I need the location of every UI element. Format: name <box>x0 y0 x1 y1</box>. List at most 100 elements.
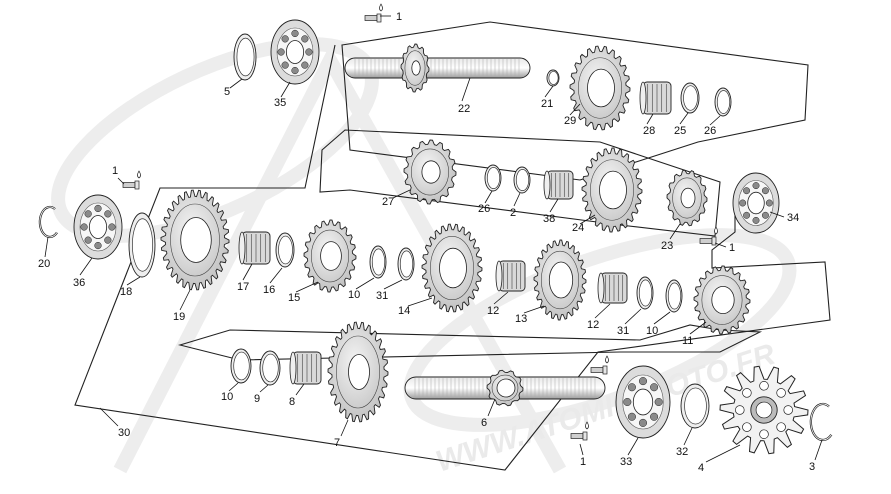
leader-line-p3 <box>814 439 823 461</box>
part-label-p32: 32 <box>676 446 688 458</box>
part-label-p28: 28 <box>643 125 655 137</box>
part-label-p10_a: 10 <box>348 289 360 301</box>
leader-line-p21 <box>544 85 554 98</box>
part-label-p30: 30 <box>118 427 130 439</box>
circlip-5 <box>233 33 257 81</box>
leader-line-p2 <box>513 192 521 207</box>
part-label-p21: 21 <box>541 98 553 110</box>
gear-11 <box>693 265 751 335</box>
screw-1-bottom <box>570 421 589 441</box>
leader-line-p26_top <box>709 115 721 126</box>
needle-bearing-38 <box>543 170 574 200</box>
leader-line-p1_bottom <box>579 443 584 456</box>
part-label-p18: 18 <box>120 286 132 298</box>
gear-15 <box>303 219 357 293</box>
needle-bearing-17 <box>238 231 271 265</box>
leader-line-p36 <box>79 257 93 276</box>
middle-shaft-outline <box>319 129 721 237</box>
part-label-p26_mid: 26 <box>478 203 490 215</box>
part-label-p35: 35 <box>274 97 286 109</box>
lower-shaft-outline <box>177 324 763 361</box>
part-label-p15: 15 <box>288 292 300 304</box>
bush-21 <box>546 69 560 87</box>
needle-bearing-12-b <box>597 272 628 304</box>
needle-bearing-28 <box>639 81 672 115</box>
part-label-p10_b: 10 <box>646 325 658 337</box>
part-label-p3: 3 <box>809 461 815 473</box>
part-label-p29: 29 <box>564 115 576 127</box>
leader-line-p22 <box>461 77 471 102</box>
leader-line-p38 <box>549 198 559 213</box>
part-label-p12_b: 12 <box>587 319 599 331</box>
part-label-p22: 22 <box>458 103 470 115</box>
part-label-p38: 38 <box>543 213 555 225</box>
leader-line-p8 <box>295 383 305 396</box>
sprocket-4 <box>719 365 809 455</box>
part-label-p17: 17 <box>237 281 249 293</box>
gear-24 <box>581 147 643 233</box>
leader-line-p30 <box>99 407 119 427</box>
part-label-p25: 25 <box>674 125 686 137</box>
washer-10-a <box>369 245 387 279</box>
gear-19 <box>160 189 230 291</box>
leader-line-p29 <box>569 103 581 116</box>
screw-1-top <box>364 3 383 23</box>
part-label-p1_right: 1 <box>729 242 735 254</box>
gear-29 <box>569 45 631 131</box>
part-label-p14: 14 <box>398 305 410 317</box>
leader-line-p17 <box>242 263 253 281</box>
gear-7 <box>327 321 389 423</box>
leader-line-p33 <box>627 437 639 456</box>
bearing-36 <box>73 194 123 260</box>
washer-9 <box>259 350 281 386</box>
needle-bearing-8 <box>289 351 322 385</box>
washer-26-top <box>714 87 732 117</box>
part-label-p2: 2 <box>510 207 516 219</box>
part-label-p7: 7 <box>334 437 340 449</box>
leader-line-p27 <box>392 189 411 199</box>
leader-line-p11 <box>689 321 707 335</box>
leader-line-p18 <box>126 276 141 286</box>
leader-line-p32 <box>683 427 693 446</box>
part-label-p31_a: 31 <box>376 290 388 302</box>
leader-line-p34 <box>769 211 785 218</box>
bearing-34 <box>732 172 780 234</box>
part-label-p34: 34 <box>787 212 799 224</box>
part-label-p1_top: 1 <box>396 11 402 23</box>
leader-line-p4 <box>705 444 741 463</box>
part-label-p11: 11 <box>682 335 693 347</box>
part-label-p36: 36 <box>73 277 85 289</box>
gear-13 <box>533 239 587 321</box>
part-label-p4: 4 <box>698 462 704 474</box>
leader-line-p19 <box>179 289 191 311</box>
leader-line-p35 <box>280 81 291 98</box>
washer-16 <box>275 232 295 268</box>
leader-line-p9 <box>259 384 269 393</box>
part-label-p19: 19 <box>173 311 185 323</box>
part-label-p10_c: 10 <box>221 391 233 403</box>
washer-25 <box>680 82 700 114</box>
leader-line-p12_a <box>493 291 509 305</box>
screw-1-left <box>122 170 141 190</box>
leader-line-p16 <box>269 267 283 284</box>
leader-line-p1_right <box>714 242 727 248</box>
leader-line-p31_a <box>383 279 403 290</box>
leader-line-p7 <box>340 419 349 437</box>
gearbox-frame-outline <box>74 44 831 471</box>
circlip-3 <box>809 402 833 442</box>
part-label-p8: 8 <box>289 396 295 408</box>
part-label-p24: 24 <box>572 222 584 234</box>
gear-23 <box>666 169 708 227</box>
part-label-p6: 6 <box>481 417 487 429</box>
circlip-20 <box>38 205 58 239</box>
washer-10-c <box>230 348 252 384</box>
leader-line-p28 <box>646 113 654 125</box>
leader-line-p10_a <box>355 277 375 290</box>
part-label-p1_left: 1 <box>112 165 118 177</box>
circlip-31-a <box>397 247 415 281</box>
primary-shaft-22 <box>344 57 531 79</box>
part-label-p1_bottom: 1 <box>580 456 586 468</box>
part-label-p23: 23 <box>661 240 673 252</box>
